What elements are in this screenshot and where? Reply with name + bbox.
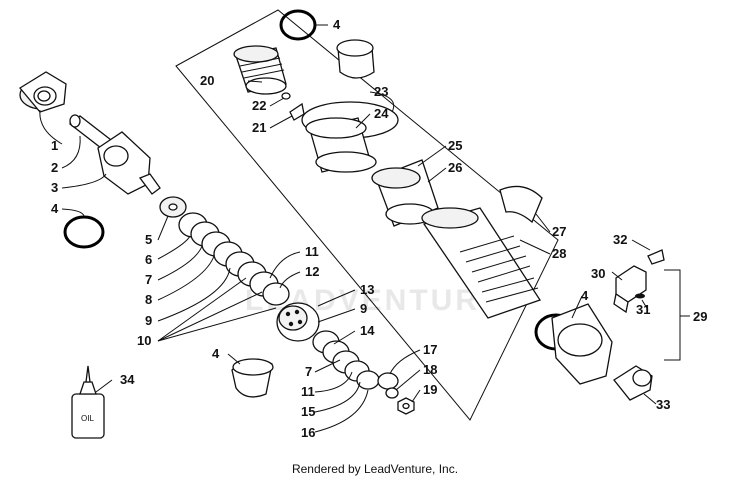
part-20-cap: [233, 45, 287, 95]
callout-4b: 4: [212, 346, 220, 361]
callout-14: 14: [360, 323, 375, 338]
part-24-piston-float: [305, 117, 377, 173]
callout-26: 26: [448, 160, 462, 175]
callout-8: 8: [145, 292, 152, 307]
callout-12: 12: [305, 264, 319, 279]
reservoir-body: [551, 303, 613, 385]
callout-17: 17: [423, 342, 437, 357]
part-22-oring-small: [281, 92, 291, 100]
callout-32: 32: [613, 232, 627, 247]
oil-bottle-label: OIL: [81, 414, 94, 423]
part-3-shaft-eye: [97, 131, 161, 195]
callout-11b: 11: [301, 384, 315, 399]
part-31-oring-small: [635, 293, 645, 299]
callout-7b: 7: [305, 364, 312, 379]
callout-31: 31: [636, 302, 650, 317]
callout-24: 24: [374, 106, 389, 121]
callout-9: 9: [145, 313, 152, 328]
callout-28: 28: [552, 246, 566, 261]
callout-10: 10: [137, 333, 151, 348]
callout-16: 16: [301, 425, 315, 440]
shim-stack-lower: [312, 330, 380, 390]
callout-21: 21: [252, 120, 266, 135]
callout-5: 5: [145, 232, 152, 247]
callout-22: 22: [252, 98, 266, 113]
part-13-piston: [276, 302, 320, 342]
callout-19: 19: [423, 382, 437, 397]
callout-7: 7: [145, 272, 152, 287]
callout-27: 27: [552, 224, 566, 239]
callout-4d: 4: [581, 288, 589, 303]
part-33-bushing: [613, 365, 653, 401]
part-19-nut: [397, 397, 415, 415]
part-27-retainer: [499, 185, 543, 224]
callout-11: 11: [305, 244, 319, 259]
callout-29: 29: [693, 309, 707, 324]
part-30-fitting: [613, 265, 647, 314]
callout-3: 3: [51, 180, 58, 195]
render-credit: Rendered by LeadVenture, Inc.: [291, 462, 459, 476]
part-4-oring-top: [279, 9, 317, 41]
callout-1: 1: [51, 138, 58, 153]
callout-33: 33: [656, 397, 670, 412]
callout-2: 2: [51, 160, 58, 175]
shim-stack: [178, 212, 290, 306]
part-4-oring: [63, 215, 105, 249]
callout-30: 30: [591, 266, 605, 281]
callout-23: 23: [374, 84, 388, 99]
callout-6: 6: [145, 252, 152, 267]
callout-13: 13: [360, 282, 374, 297]
part-4-band-top: [336, 39, 375, 79]
callout-20: 20: [200, 73, 214, 88]
callout-25: 25: [448, 138, 462, 153]
callout-9b: 9: [360, 301, 367, 316]
callout-34: 34: [120, 372, 135, 387]
callout-18: 18: [423, 362, 437, 377]
part-17-washer: [377, 372, 399, 390]
part-4-sleeve: [231, 358, 274, 398]
bracket-29: [664, 269, 681, 361]
part-1-bushing: [19, 71, 67, 113]
part-34-oil-bottle: OIL: [71, 365, 105, 439]
callout-4c: 4: [333, 17, 341, 32]
callout-15: 15: [301, 404, 315, 419]
part-18-washer: [385, 387, 399, 399]
callout-4: 4: [51, 201, 59, 216]
part-32-screw: [647, 249, 665, 265]
part-28-spring: [421, 207, 541, 319]
part-5-washer: [159, 196, 187, 218]
subassembly-outline: [175, 9, 559, 421]
